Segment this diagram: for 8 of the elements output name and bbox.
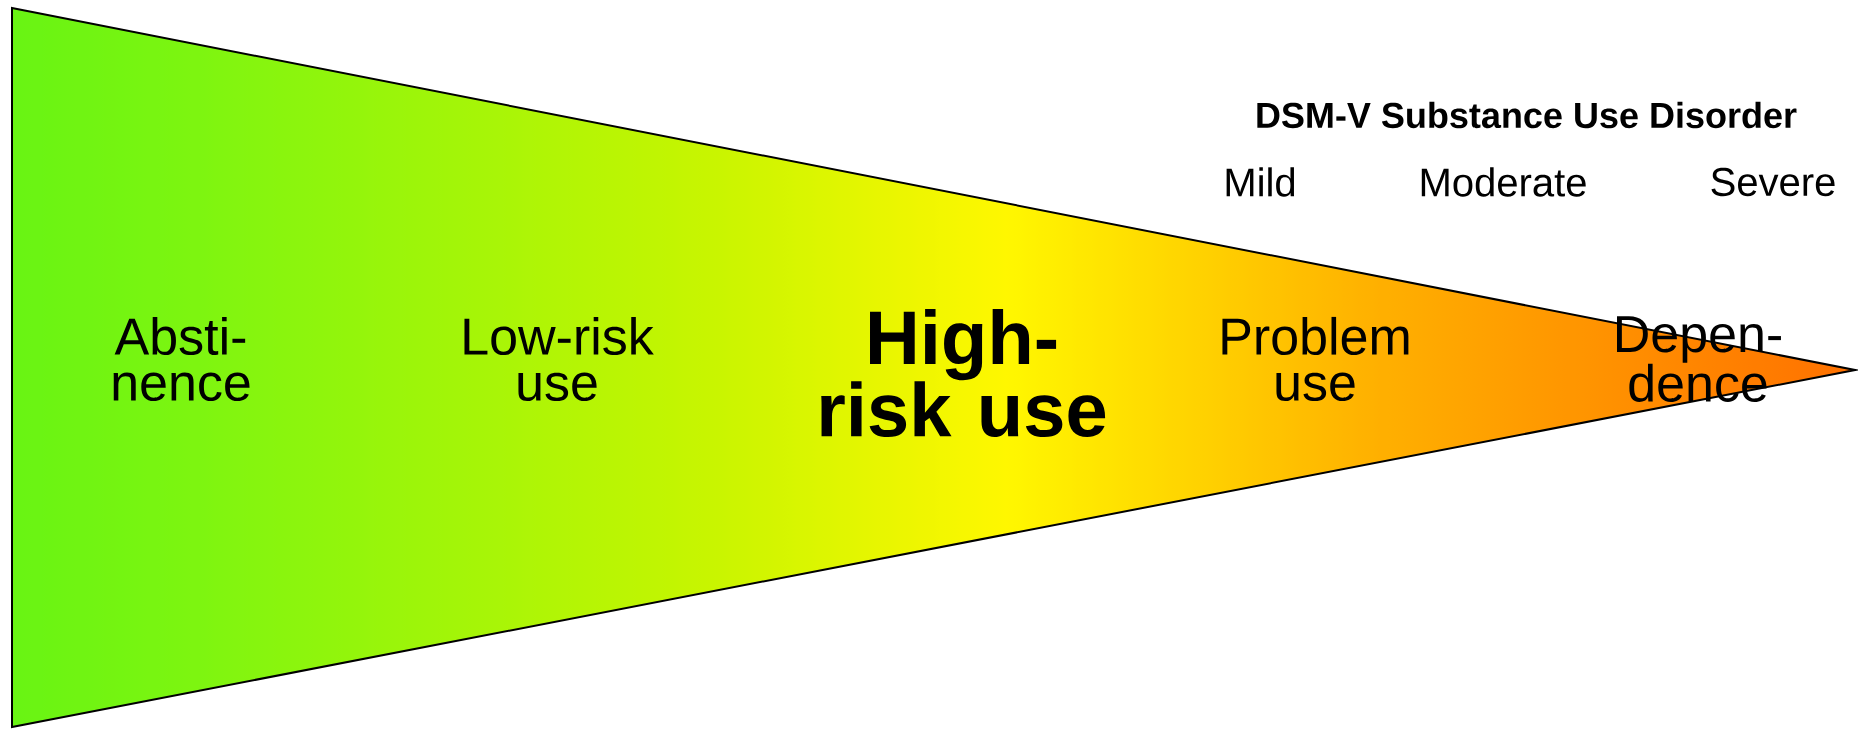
stage-label: Low-risk use xyxy=(464,316,654,402)
stage-label: High-risk use xyxy=(821,309,1106,437)
scale-heading: DSM-V Substance Use Disorder xyxy=(1257,101,1797,129)
severity-label: Moderate xyxy=(1421,167,1586,197)
stage-label: Problem use xyxy=(1222,316,1409,402)
severity-label: Mild xyxy=(1226,167,1295,197)
stage-label: Absti- nence xyxy=(113,316,250,402)
severity-label: Severe xyxy=(1711,167,1835,197)
